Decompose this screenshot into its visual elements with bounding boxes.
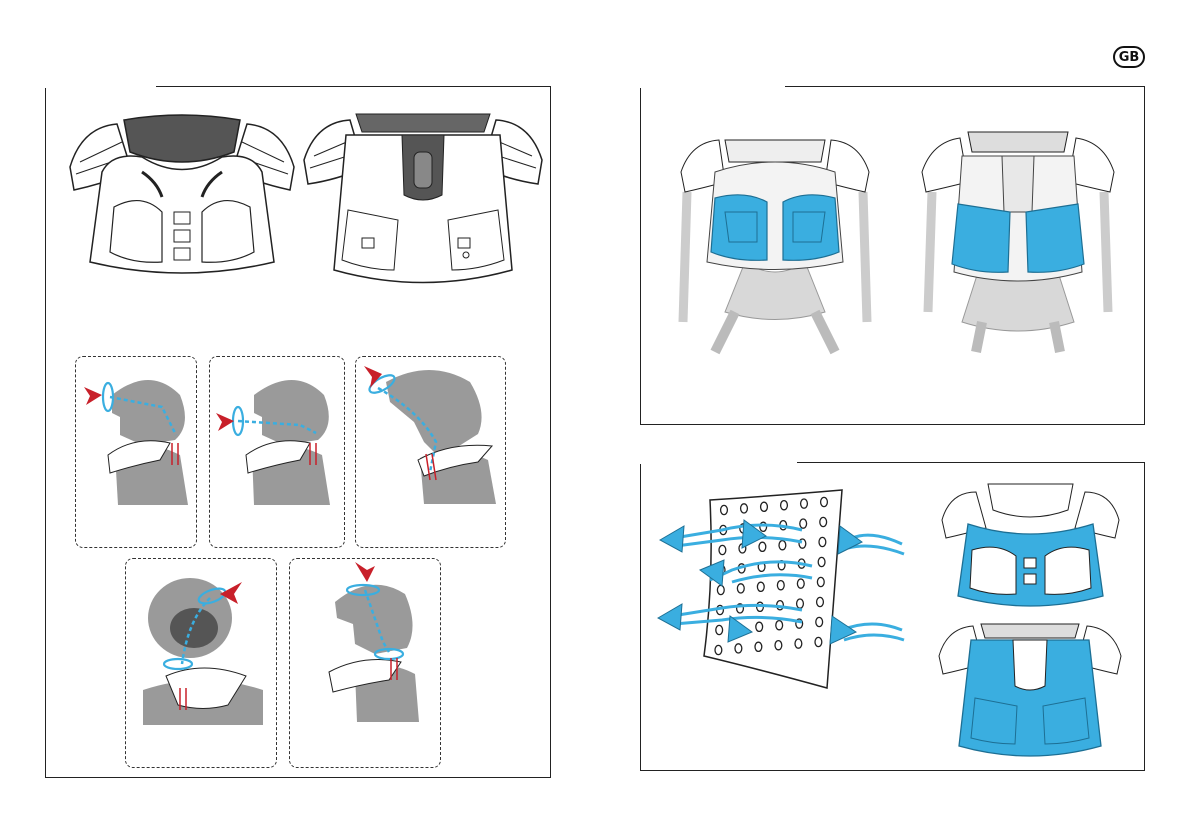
skeleton-front-with-pads: [675, 112, 875, 357]
vent-hole: [759, 542, 766, 551]
vent-hole: [801, 499, 808, 508]
vent-hole: [716, 625, 723, 634]
neck-diagram-2: [214, 365, 344, 545]
blue-pad-left: [711, 195, 767, 261]
arrow-head: [830, 616, 856, 644]
vent-hole: [820, 517, 827, 526]
vent-hole: [817, 577, 824, 586]
vent-hole: [797, 599, 804, 608]
vent-hole: [735, 644, 742, 653]
brace-blue-back: [935, 620, 1125, 760]
red-arrow-icon: [355, 562, 375, 582]
red-arrow-icon: [84, 387, 102, 405]
vent-hole: [719, 545, 726, 554]
vent-hole: [818, 557, 825, 566]
arrow-head: [838, 526, 862, 554]
vent-hole: [781, 501, 788, 510]
vent-hole: [755, 642, 762, 651]
neck-diagram-4: [138, 580, 268, 760]
vent-hole: [777, 581, 784, 590]
brace-blue-front: [938, 480, 1123, 610]
arrow-head: [658, 604, 682, 630]
neck-diagram-5: [305, 562, 435, 762]
arrow-head: [660, 526, 684, 552]
vent-hole: [775, 641, 782, 650]
vent-hole: [816, 617, 823, 626]
blue-pad-right: [1026, 204, 1084, 272]
vent-hole: [741, 504, 748, 513]
vent-hole: [795, 639, 802, 648]
vent-hole: [717, 585, 724, 594]
vent-hole: [817, 597, 824, 606]
vent-hole: [721, 505, 728, 514]
blue-pad-left: [952, 204, 1010, 272]
brace-back-illustration: [298, 110, 548, 290]
red-arrow-icon: [216, 413, 234, 431]
vent-hole: [757, 582, 764, 591]
brace-front-illustration: [62, 112, 302, 282]
blue-pad-right: [783, 195, 839, 261]
language-badge: GB: [1113, 46, 1145, 68]
neck-diagram-1: [80, 365, 195, 545]
vent-hole: [797, 579, 804, 588]
vent-hole: [821, 497, 828, 506]
vent-hole: [819, 537, 826, 546]
vent-hole: [779, 541, 786, 550]
vent-hole: [715, 645, 722, 654]
vent-hole: [761, 502, 768, 511]
perforated-panel-airflow: [652, 490, 917, 690]
vent-hole: [800, 519, 807, 528]
skeleton-back-with-pads: [918, 112, 1118, 357]
neck-diagram-3: [360, 362, 505, 544]
vent-hole: [737, 584, 744, 593]
vent-hole: [776, 621, 783, 630]
vent-hole: [815, 637, 822, 646]
vent-hole: [756, 622, 763, 631]
